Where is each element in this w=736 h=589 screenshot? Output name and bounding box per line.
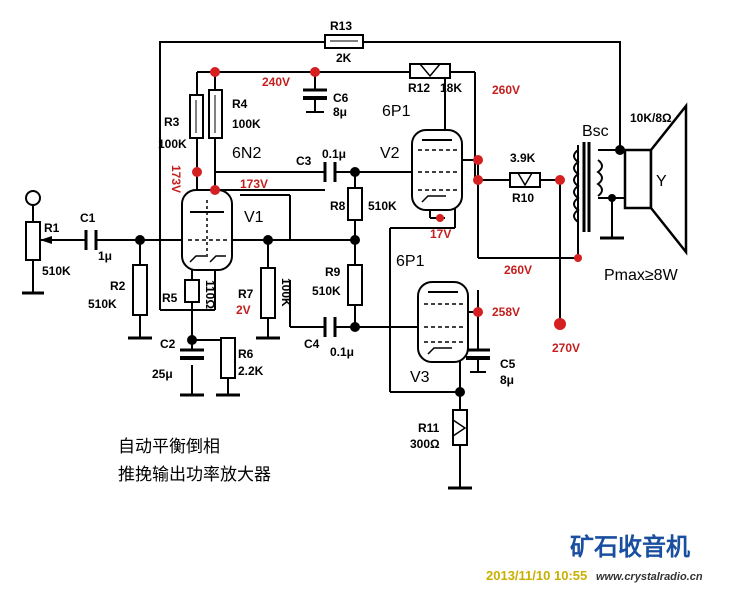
r13-value: 2K: [336, 51, 352, 65]
r2-ref: R2: [110, 279, 126, 293]
tube-v1-type: 6N2: [232, 145, 261, 162]
capacitor-c1: [84, 230, 98, 250]
resistor-r13: [324, 34, 364, 49]
r11-ref: R11: [418, 421, 440, 435]
transformer-ratio: 10K/8Ω: [630, 111, 672, 125]
resistor-r8: [347, 187, 363, 221]
r4-ref: R4: [232, 97, 248, 111]
tube-v2-label: V2: [380, 145, 400, 162]
r8-value: 510K: [368, 199, 397, 213]
voltage-2: 2V: [236, 303, 251, 317]
voltage-17: 17V: [430, 227, 451, 241]
resistor-r11: [452, 409, 468, 446]
c4-value: 0.1μ: [330, 345, 354, 359]
tube-v2-type: 6P1: [382, 103, 411, 120]
c1-value: 1μ: [98, 249, 112, 263]
resistor-r9: [347, 264, 363, 306]
tube-v2: [411, 129, 463, 211]
pmax-label: Pmax≥8W: [604, 267, 679, 284]
r12-value: 18K: [440, 81, 462, 95]
resistor-r4: [208, 89, 223, 139]
r5-value: 110Ω: [203, 280, 217, 309]
resistor-r2: [132, 264, 148, 316]
r1-value: 510K: [42, 264, 71, 278]
capacitor-c2: [180, 348, 204, 360]
watermark-url: www.crystalradio.cn: [596, 571, 703, 583]
transformer-ref: Bsc: [582, 123, 609, 140]
capacitor-c5: [466, 348, 490, 373]
title-line-1: 自动平衡倒相: [118, 437, 220, 456]
resistor-r10: [509, 172, 541, 188]
speaker-icon: [612, 102, 688, 256]
c2-ref: C2: [160, 337, 176, 351]
c5-ref: C5: [500, 357, 516, 371]
r7-value: 100K: [279, 278, 293, 307]
resistor-r3: [189, 94, 204, 139]
c1-ref: C1: [80, 211, 96, 225]
voltage-270: 270V: [552, 341, 580, 355]
r13-ref: R13: [330, 19, 352, 33]
resistor-r1: [25, 221, 60, 261]
r9-ref: R9: [325, 265, 341, 279]
voltage-258: 258V: [492, 305, 520, 319]
c4-ref: C4: [304, 337, 320, 351]
r5-ref: R5: [162, 291, 178, 305]
r4-value: 100K: [232, 117, 261, 131]
c5-value: 8μ: [500, 373, 514, 387]
c3-ref: C3: [296, 154, 312, 168]
r6-value: 2.2K: [238, 364, 264, 378]
voltage-173-a: 173V: [169, 165, 183, 193]
r3-value: 100K: [158, 137, 187, 151]
output-transformer: [573, 142, 603, 232]
r1-ref: R1: [44, 221, 60, 235]
capacitor-c4: [323, 317, 337, 337]
r8-ref: R8: [330, 199, 346, 213]
r6-ref: R6: [238, 347, 254, 361]
voltage-260-a: 260V: [492, 83, 520, 97]
tube-v3: [417, 281, 469, 363]
c6-value: 8μ: [333, 105, 347, 119]
r11-value: 300Ω: [410, 437, 440, 451]
r12-ref: R12: [408, 81, 430, 95]
tube-v3-type: 6P1: [396, 253, 425, 270]
c3-value: 0.1μ: [322, 147, 346, 161]
capacitor-c3: [323, 162, 337, 182]
tube-v1: [181, 189, 233, 271]
resistor-r6: [220, 337, 236, 379]
capacitor-c6: [303, 88, 327, 113]
voltage-260-b: 260V: [504, 263, 532, 277]
voltage-173-b: 173V: [240, 177, 268, 191]
title-line-2: 推挽输出功率放大器: [118, 465, 271, 484]
watermark-date: 2013/11/10 10:55: [486, 568, 587, 583]
resistor-r7: [260, 267, 276, 319]
r2-value: 510K: [88, 297, 117, 311]
watermark-site: 矿石收音机: [570, 533, 690, 561]
voltage-240: 240V: [262, 75, 290, 89]
wiring: [32, 41, 625, 488]
r7-ref: R7: [238, 287, 254, 301]
resistor-r5: [184, 279, 200, 303]
tube-v1-label: V1: [244, 209, 264, 226]
tube-v3-label: V3: [410, 369, 430, 386]
input-terminal: [25, 190, 41, 206]
ground-symbols: [22, 236, 624, 490]
resistor-r12: [409, 63, 451, 79]
c2-value: 25μ: [152, 367, 173, 381]
r3-ref: R3: [164, 115, 180, 129]
r10-ref: R10: [512, 191, 534, 205]
r10-value: 3.9K: [510, 151, 536, 165]
voltage-nodes: [192, 67, 582, 330]
r9-value: 510K: [312, 284, 341, 298]
speaker-label: Y: [656, 173, 667, 190]
c6-ref: C6: [333, 91, 349, 105]
